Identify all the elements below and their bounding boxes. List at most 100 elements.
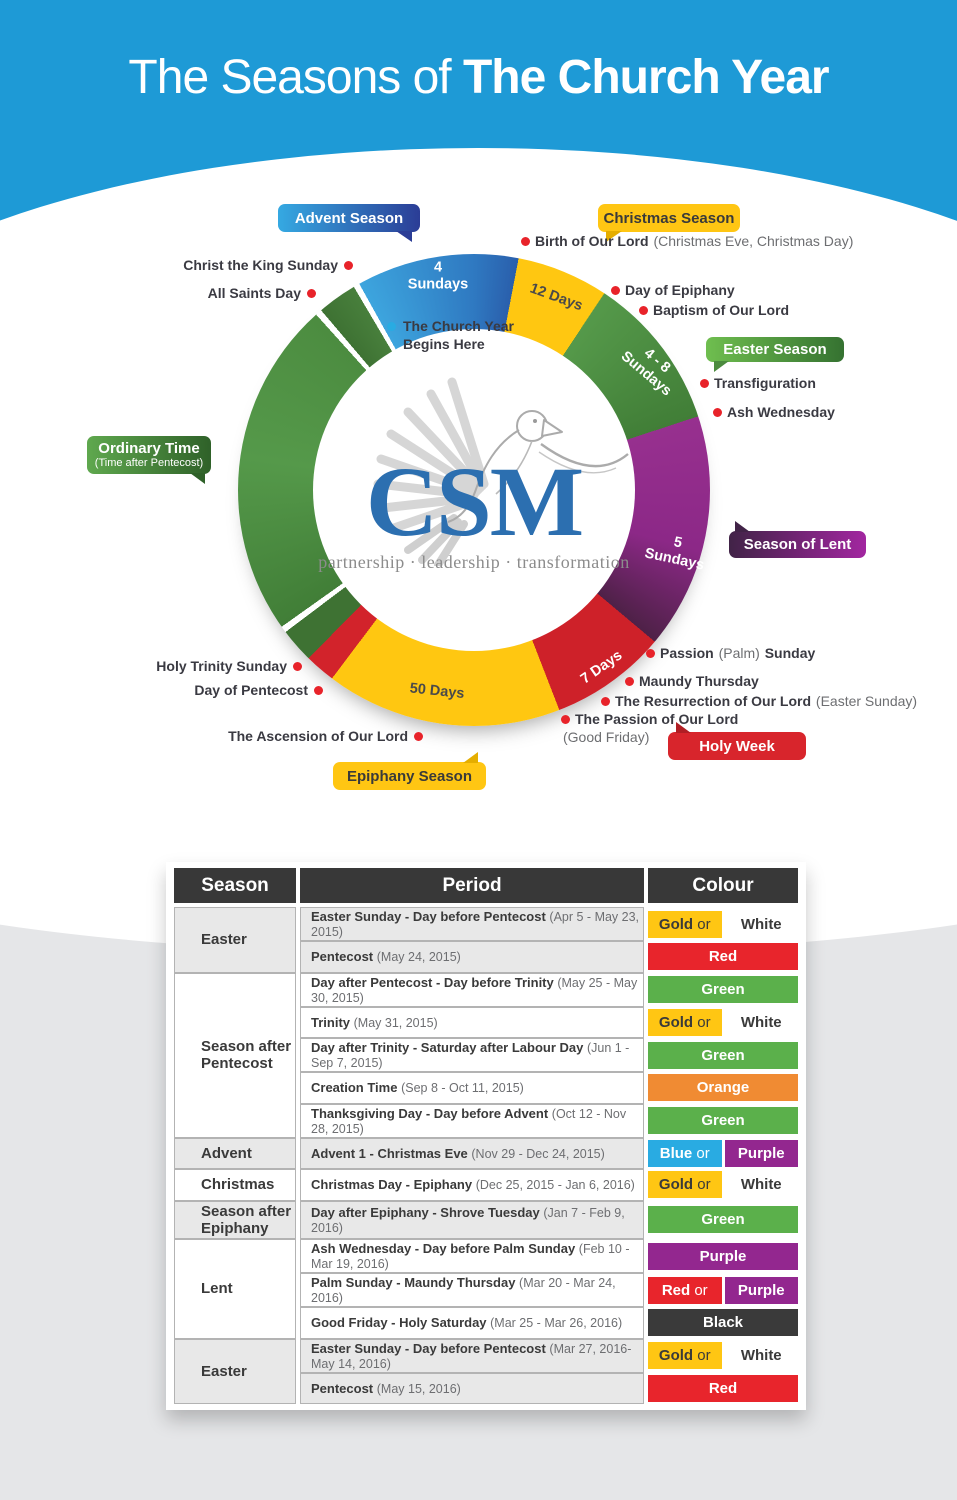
colour-swatch: Green bbox=[648, 976, 798, 1003]
colour-swatch: Orange bbox=[648, 1074, 798, 1102]
bullet-icon bbox=[713, 407, 722, 417]
bullet-icon bbox=[307, 288, 316, 298]
period-cell: Pentecost (May 24, 2015) bbox=[300, 941, 644, 973]
event-baptism-of-our-lord: Baptism of Our Lord bbox=[639, 302, 789, 318]
header-band bbox=[0, 0, 957, 280]
column-header-period: Period bbox=[300, 868, 644, 907]
table-row: Pentecost (May 24, 2015)Red bbox=[174, 941, 798, 973]
table-row: Creation Time (Sep 8 - Oct 11, 2015)Oran… bbox=[174, 1072, 798, 1104]
event-day-of-epiphany: Day of Epiphany bbox=[611, 282, 735, 298]
start-marker-icon bbox=[387, 322, 396, 331]
period-cell: Day after Trinity - Saturday after Labou… bbox=[300, 1038, 644, 1072]
tag-ordinary-time: Ordinary Time (Time after Pentecost) bbox=[87, 436, 211, 484]
event-maundy-thursday: Maundy Thursday bbox=[625, 673, 759, 689]
event-birth-of-our-lord: Birth of Our Lord (Christmas Eve, Christ… bbox=[521, 233, 854, 249]
colour-cell: Red bbox=[648, 941, 798, 973]
table-row: Pentecost (May 15, 2016)Red bbox=[174, 1372, 798, 1405]
csm-tagline: partnership · leadership · transformatio… bbox=[318, 552, 630, 572]
bullet-icon bbox=[625, 676, 634, 686]
bullet-icon bbox=[646, 648, 655, 658]
bullet-icon bbox=[414, 731, 423, 741]
csm-logo-text: CSM bbox=[365, 446, 584, 557]
colour-cell: Green bbox=[648, 1038, 798, 1072]
event-ascension-of-our-lord: The Ascension of Our Lord bbox=[228, 728, 423, 744]
colour-swatch: Gold or bbox=[648, 1342, 722, 1369]
bullet-icon bbox=[293, 661, 302, 671]
bullet-icon bbox=[521, 236, 530, 246]
tag-christmas-season: Christmas Season bbox=[598, 204, 740, 242]
colour-swatch: Purple bbox=[724, 1276, 798, 1304]
period-cell: Christmas Day - Epiphany (Dec 25, 2015 -… bbox=[300, 1169, 644, 1201]
colour-cell: Orange bbox=[648, 1072, 798, 1104]
period-cell: Good Friday - Holy Saturday (Mar 25 - Ma… bbox=[300, 1307, 644, 1339]
event-ash-wednesday: Ash Wednesday bbox=[713, 404, 835, 420]
season-cell: Advent bbox=[174, 1137, 296, 1169]
period-cell: Advent 1 - Christmas Eve (Nov 29 - Dec 2… bbox=[300, 1137, 644, 1169]
colour-cell: Red bbox=[648, 1373, 798, 1405]
event-passion-of-our-lord: The Passion of Our Lord bbox=[561, 711, 738, 727]
colour-swatch: Green bbox=[648, 1206, 798, 1234]
bullet-icon bbox=[344, 260, 353, 270]
period-cell: Day after Epiphany - Shrove Tuesday (Jan… bbox=[300, 1200, 644, 1239]
colour-cell: Green bbox=[648, 973, 798, 1007]
page-title: The Seasons of The Church Year bbox=[128, 51, 829, 104]
colour-swatch: Gold or bbox=[648, 910, 722, 938]
bullet-icon bbox=[700, 378, 709, 388]
bullet-icon bbox=[639, 305, 648, 315]
colour-swatch: White bbox=[724, 1008, 798, 1036]
colour-swatch: Gold or bbox=[648, 1171, 722, 1199]
tag-holy-week: Holy Week bbox=[668, 722, 806, 760]
tag-season-of-lent: Season of Lent bbox=[729, 521, 866, 558]
colour-swatch: Red bbox=[648, 1374, 798, 1402]
bullet-icon bbox=[611, 285, 620, 295]
colour-cell: Purple bbox=[648, 1239, 798, 1273]
colour-swatch: Blue or bbox=[648, 1139, 722, 1167]
event-christ-the-king-sunday: Christ the King Sunday bbox=[183, 257, 353, 273]
colour-swatch: Red bbox=[648, 943, 798, 971]
season-cell: Christmas bbox=[174, 1169, 296, 1201]
period-cell: Easter Sunday - Day before Pentecost (Ma… bbox=[300, 1338, 644, 1373]
column-header-season: Season bbox=[174, 868, 296, 907]
period-cell: Ash Wednesday - Day before Palm Sunday (… bbox=[300, 1239, 644, 1273]
event-good-friday: (Good Friday) bbox=[563, 729, 650, 745]
table-row: Palm Sunday - Maundy Thursday (Mar 20 - … bbox=[174, 1273, 798, 1307]
event-day-of-pentecost: Day of Pentecost bbox=[194, 682, 323, 698]
colour-swatch: Green bbox=[648, 1107, 798, 1134]
season-cell: Season after Epiphany bbox=[174, 1200, 296, 1239]
colour-swatch: Purple bbox=[724, 1139, 798, 1167]
colour-swatch: Red or bbox=[648, 1276, 722, 1304]
colour-cell: Black bbox=[648, 1307, 798, 1339]
colour-swatch: White bbox=[724, 910, 798, 938]
table-row: Thanksgiving Day - Day before Advent (Oc… bbox=[174, 1103, 798, 1138]
period-cell: Thanksgiving Day - Day before Advent (Oc… bbox=[300, 1103, 644, 1138]
event-holy-trinity-sunday: Holy Trinity Sunday bbox=[156, 658, 302, 674]
table-row: Day after Trinity - Saturday after Labou… bbox=[174, 1038, 798, 1072]
period-cell: Creation Time (Sep 8 - Oct 11, 2015) bbox=[300, 1072, 644, 1104]
tag-advent-season: Advent Season bbox=[278, 204, 420, 242]
period-cell: Trinity (May 31, 2015) bbox=[300, 1006, 644, 1038]
table-row: Good Friday - Holy Saturday (Mar 25 - Ma… bbox=[174, 1307, 798, 1339]
event-resurrection-of-our-lord: The Resurrection of Our Lord (Easter Sun… bbox=[601, 693, 918, 709]
season-cell: Lent bbox=[174, 1239, 296, 1339]
colour-swatch: White bbox=[724, 1342, 798, 1369]
bullet-icon bbox=[314, 685, 323, 695]
bullet-icon bbox=[561, 714, 570, 724]
